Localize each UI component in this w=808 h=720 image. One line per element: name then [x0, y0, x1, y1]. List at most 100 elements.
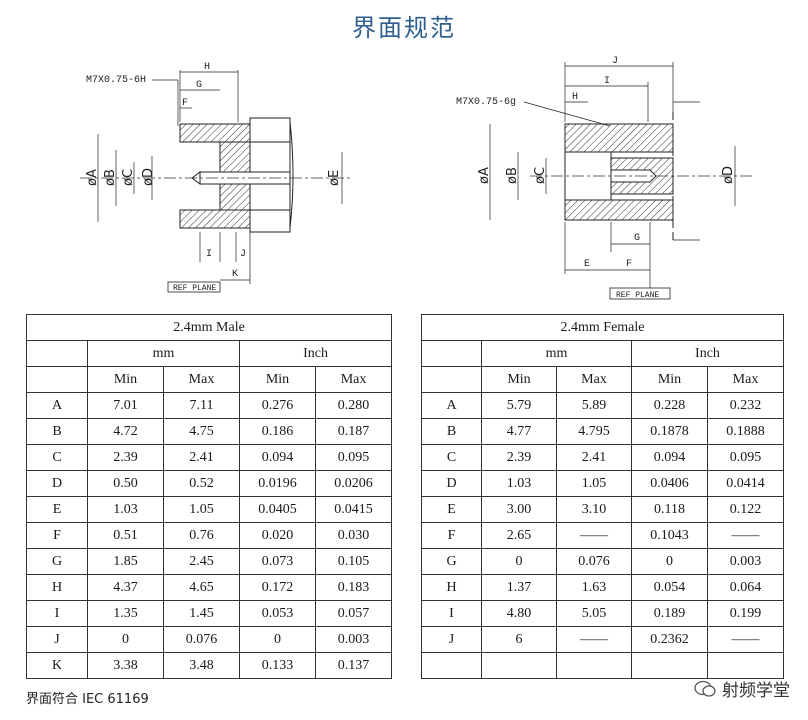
female-row-label: E — [421, 496, 482, 523]
male-cell: 0.50 — [87, 470, 164, 497]
male-cell: 0.172 — [239, 574, 316, 601]
female-cell: 5.79 — [481, 392, 557, 419]
male-cell: 4.72 — [87, 418, 164, 445]
female-unit-mm: mm — [481, 340, 632, 367]
male-cell: 0 — [239, 626, 316, 653]
male-row-label: A — [26, 392, 88, 419]
female-col-header: Min — [631, 366, 708, 393]
male-col-header: Min — [239, 366, 316, 393]
female-row-label: I — [421, 600, 482, 627]
male-cell: 0.057 — [314, 600, 393, 627]
female-cell: 0.232 — [707, 392, 784, 419]
male-connector-drawing: H G F M7X0.75-6H I J K REF PLANE øA øB ø… — [80, 62, 350, 293]
f-dim-label-g: G — [634, 233, 640, 244]
dim-label-a: øA — [85, 169, 100, 186]
male-row-label: H — [26, 574, 88, 601]
female-cell: —— — [707, 626, 784, 653]
male-cell: 3.48 — [163, 652, 240, 679]
female-cell: 0.003 — [707, 548, 784, 575]
f-dim-label-a: øA — [477, 167, 492, 184]
female-connector-drawing: J I H M7X0.75-6g G E F REF PLANE øA øB ø… — [456, 56, 755, 300]
male-cell: 1.85 — [87, 548, 164, 575]
dim-label-h: H — [204, 62, 210, 73]
female-cell — [481, 652, 557, 679]
female-cell: 4.80 — [481, 600, 557, 627]
male-col-header: Min — [87, 366, 164, 393]
male-cell: 0.52 — [163, 470, 240, 497]
female-cell: 0.122 — [707, 496, 784, 523]
dim-label-g: G — [196, 80, 202, 91]
female-row-label: G — [421, 548, 482, 575]
female-col-header: Max — [707, 366, 784, 393]
male-row-label: B — [26, 418, 88, 445]
male-row-label: C — [26, 444, 88, 471]
female-cell: 2.39 — [481, 444, 557, 471]
female-table-title: 2.4mm Female — [421, 314, 784, 341]
female-cell: 0.189 — [631, 600, 708, 627]
female-cell: 0.1878 — [631, 418, 708, 445]
page-title: 界面规范 — [352, 14, 456, 42]
dim-label-j: J — [240, 249, 246, 260]
female-row-label: B — [421, 418, 482, 445]
male-cell: 0.073 — [239, 548, 316, 575]
female-row-label: H — [421, 574, 482, 601]
male-cell: 1.03 — [87, 496, 164, 523]
male-cell: 0.105 — [314, 548, 393, 575]
male-cell: 0.76 — [163, 522, 240, 549]
dim-label-k: K — [232, 269, 238, 280]
female-cell: 0 — [481, 548, 557, 575]
male-col-header: Max — [314, 366, 393, 393]
female-thread-spec: M7X0.75-6g — [456, 97, 516, 108]
female-cell: 0.076 — [556, 548, 632, 575]
male-row-label: I — [26, 600, 88, 627]
dim-label-f: F — [182, 98, 188, 109]
male-row-label: F — [26, 522, 88, 549]
male-cell: 2.41 — [163, 444, 240, 471]
female-cell: 0.1888 — [707, 418, 784, 445]
female-cell: 0.0414 — [707, 470, 784, 497]
male-cell: 0.053 — [239, 600, 316, 627]
f-dim-label-h: H — [572, 92, 578, 103]
male-cell: 0.133 — [239, 652, 316, 679]
male-unit-mm: mm — [87, 340, 240, 367]
female-cell: 0.094 — [631, 444, 708, 471]
watermark-text: 射频学堂 — [722, 681, 790, 701]
male-cell: 0.0196 — [239, 470, 316, 497]
female-cell: 0.1043 — [631, 522, 708, 549]
chat-bubble-icon — [694, 680, 716, 697]
female-cell — [556, 652, 632, 679]
male-thread-spec: M7X0.75-6H — [86, 75, 146, 86]
female-cell: —— — [556, 522, 632, 549]
female-cell: 3.10 — [556, 496, 632, 523]
female-cell: —— — [707, 522, 784, 549]
male-row-label: G — [26, 548, 88, 575]
female-row-label: D — [421, 470, 482, 497]
male-cell: 0.0405 — [239, 496, 316, 523]
female-cell: 5.05 — [556, 600, 632, 627]
male-cell: 0.020 — [239, 522, 316, 549]
dim-label-d: øD — [141, 168, 156, 186]
female-cell: 4.77 — [481, 418, 557, 445]
female-cell: 5.89 — [556, 392, 632, 419]
male-cell: 7.01 — [87, 392, 164, 419]
male-row-label: E — [26, 496, 88, 523]
dim-label-e: øE — [327, 170, 342, 186]
female-cell: 1.37 — [481, 574, 557, 601]
female-cell: 0 — [631, 548, 708, 575]
